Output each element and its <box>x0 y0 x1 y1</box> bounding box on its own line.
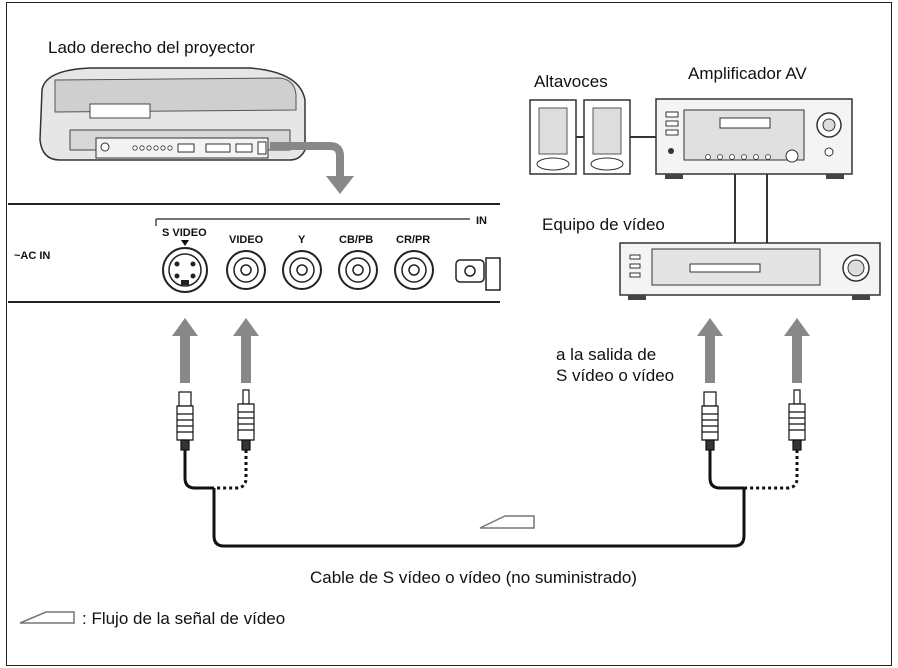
zoom-arrow <box>270 142 354 194</box>
output-label-line2: S vídeo o vídeo <box>556 366 675 385</box>
input-panel: ~AC IN S VIDEO VIDEO Y CB/PB CR/PR IN <box>8 203 501 303</box>
cb-pb-label: CB/PB <box>339 234 373 246</box>
signal-flow-indicator <box>479 515 535 529</box>
video-equipment-illustration <box>619 242 881 300</box>
av-amplifier-label: Amplificador AV <box>688 64 807 83</box>
y-port <box>282 250 322 290</box>
legend-flow-icon <box>19 611 75 624</box>
av-amplifier-illustration <box>655 98 853 243</box>
cable-label: Cable de S vídeo o vídeo (no suministrad… <box>310 568 637 587</box>
speakers-label: Altavoces <box>534 72 608 91</box>
input-b-port <box>455 257 501 291</box>
video-port <box>226 250 266 290</box>
projector-side-label: Lado derecho del proyector <box>48 38 255 57</box>
y-label: Y <box>298 234 306 246</box>
cable-plugs <box>176 389 806 451</box>
projector-illustration <box>39 67 306 161</box>
cables <box>183 450 799 548</box>
cb-pb-port <box>338 250 378 290</box>
input-label: IN <box>476 215 487 227</box>
output-label-line1: a la salida de <box>556 345 657 364</box>
signal-arrows <box>172 318 810 383</box>
ac-in-label: ~AC IN <box>14 250 50 262</box>
video-equipment-label: Equipo de vídeo <box>542 215 665 234</box>
legend-label: : Flujo de la señal de vídeo <box>82 609 286 628</box>
speakers-illustration <box>529 99 656 175</box>
s-video-label: S VIDEO <box>162 227 207 239</box>
s-video-port <box>162 247 208 293</box>
diagram-frame <box>6 2 892 666</box>
video-label: VIDEO <box>229 234 264 246</box>
cr-pr-label: CR/PR <box>396 234 430 246</box>
cr-pr-port <box>394 250 434 290</box>
s-video-marker <box>181 240 189 246</box>
